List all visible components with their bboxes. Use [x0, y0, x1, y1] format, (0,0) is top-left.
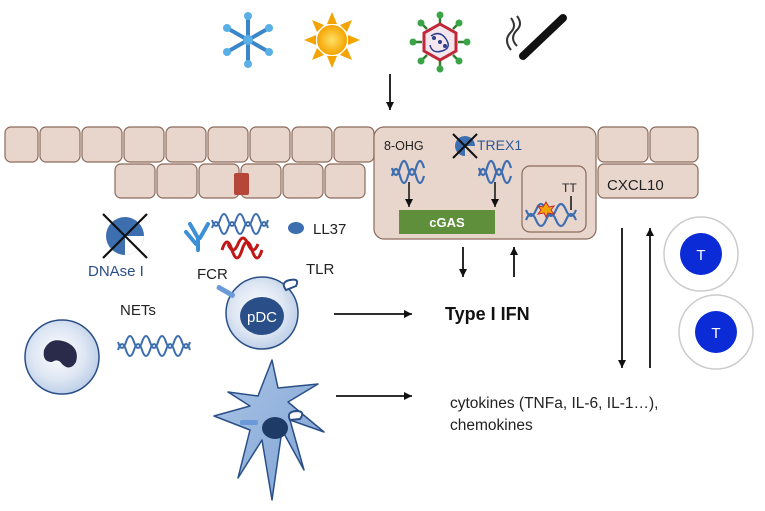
tlr-label: TLR [306, 261, 335, 278]
type1-ifn-label: Type I IFN [445, 304, 530, 324]
chemokines-label: chemokines [450, 417, 533, 434]
dnase-label: DNAse I [88, 263, 144, 280]
ll37-label: LL37 [313, 221, 346, 238]
cytokines-label: cytokines (TNFa, IL-6, IL-1…), [450, 395, 658, 412]
trex1-enzyme-icon [452, 133, 478, 159]
ll37-peptide-icon [220, 236, 264, 260]
tt-label: TT [562, 181, 577, 195]
trex1-label: TREX1 [477, 137, 522, 153]
t-cell-label: T [696, 247, 705, 264]
pdc-cell: pDC [216, 276, 299, 350]
fcr-label: FCR [197, 266, 228, 283]
sun-icon [304, 12, 360, 68]
cgas-box [399, 210, 495, 234]
virus-icon [409, 11, 471, 73]
cxcl10-label: CXCL10 [607, 177, 664, 194]
tlr-receptor-icon [282, 278, 299, 292]
epithelium [4, 126, 699, 240]
uv-damage-icon [536, 201, 556, 219]
dnase-enzyme-icon [102, 213, 148, 259]
tlr-receptor-icon [287, 409, 304, 422]
neutrophil-cell [24, 319, 100, 395]
t-cell: T [663, 216, 739, 292]
fcr-receptor-icon [216, 285, 235, 298]
t-cell-label: T [711, 325, 720, 342]
nets-label: NETs [120, 302, 156, 319]
snowflake-icon [223, 12, 273, 68]
dna-icon [211, 213, 269, 235]
cigarette-icon [506, 14, 567, 60]
cgas-label: cGAS [429, 215, 465, 230]
antibody-icon [184, 222, 210, 252]
dna-icon [390, 159, 426, 185]
ll37-molecule-icon [288, 222, 304, 234]
pdc-label: pDC [247, 309, 277, 326]
fcr-receptor-icon [240, 420, 258, 425]
dna-icon [477, 159, 513, 185]
dendritic-cell [213, 359, 325, 501]
ohg-label: 8-OHG [384, 139, 424, 153]
lesion-marker [234, 173, 249, 195]
dna-icon [117, 335, 191, 357]
t-cell: T [678, 294, 754, 370]
